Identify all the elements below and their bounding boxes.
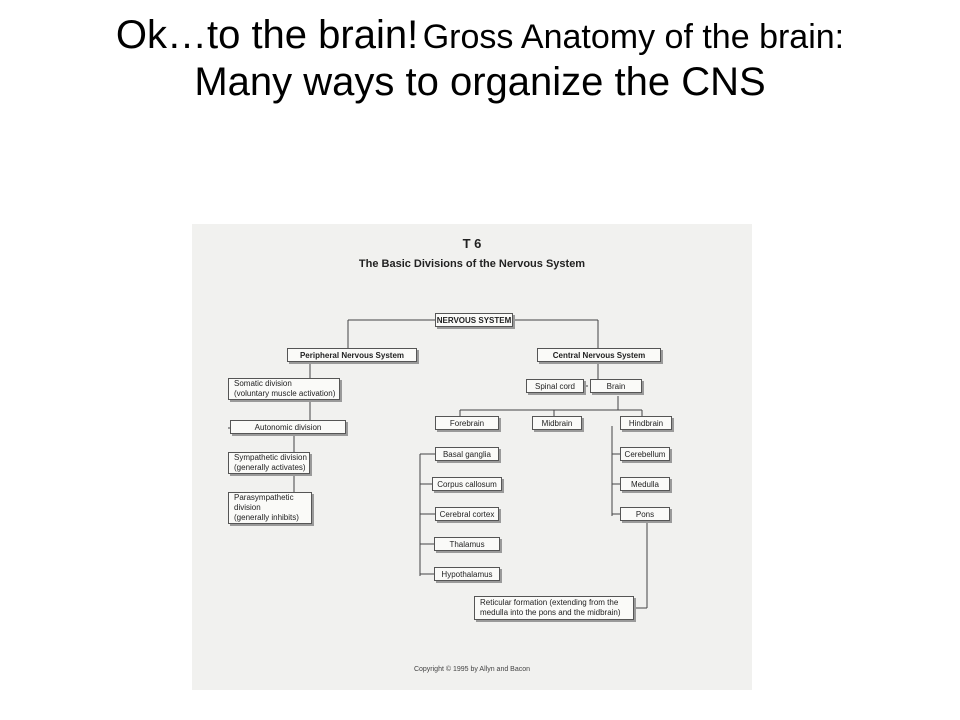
node-midbrain: Midbrain (532, 416, 582, 430)
copyright-notice: Copyright © 1995 by Allyn and Bacon (413, 666, 531, 673)
node-somatic-division: Somatic division (voluntary muscle activ… (228, 378, 340, 400)
node-cerebellum: Cerebellum (620, 447, 670, 461)
slide-title: Ok…to the brain! Gross Anatomy of the br… (40, 12, 920, 106)
node-central-nervous-system: Central Nervous System (537, 348, 661, 362)
node-spinal-cord: Spinal cord (526, 379, 584, 393)
node-peripheral-nervous-system: Peripheral Nervous System (287, 348, 417, 362)
node-corpus-callosum: Corpus callosum (432, 477, 502, 491)
node-forebrain: Forebrain (435, 416, 499, 430)
node-autonomic-division: Autonomic division (230, 420, 346, 434)
node-reticular-formation: Reticular formation (extending from the … (474, 596, 634, 620)
title-part-1: Ok…to the brain! (115, 13, 419, 57)
node-parasympathetic-division: Parasympathetic division (generally inhi… (228, 492, 312, 524)
node-brain: Brain (590, 379, 642, 393)
node-cerebral-cortex: Cerebral cortex (435, 507, 499, 521)
nervous-system-diagram: T 6 The Basic Divisions of the Nervous S… (192, 224, 752, 690)
node-hypothalamus: Hypothalamus (434, 567, 500, 581)
title-part-2: Gross Anatomy of the brain: (422, 18, 845, 56)
figure-label: T 6 (462, 236, 482, 251)
node-pons: Pons (620, 507, 670, 521)
title-part-3: Many ways to organize the CNS (194, 60, 766, 105)
node-medulla: Medulla (620, 477, 670, 491)
node-thalamus: Thalamus (434, 537, 500, 551)
figure-title: The Basic Divisions of the Nervous Syste… (358, 258, 586, 270)
node-sympathetic-division: Sympathetic division (generally activate… (228, 452, 310, 474)
node-hindbrain: Hindbrain (620, 416, 672, 430)
node-nervous-system: NERVOUS SYSTEM (435, 313, 513, 327)
node-basal-ganglia: Basal ganglia (435, 447, 499, 461)
